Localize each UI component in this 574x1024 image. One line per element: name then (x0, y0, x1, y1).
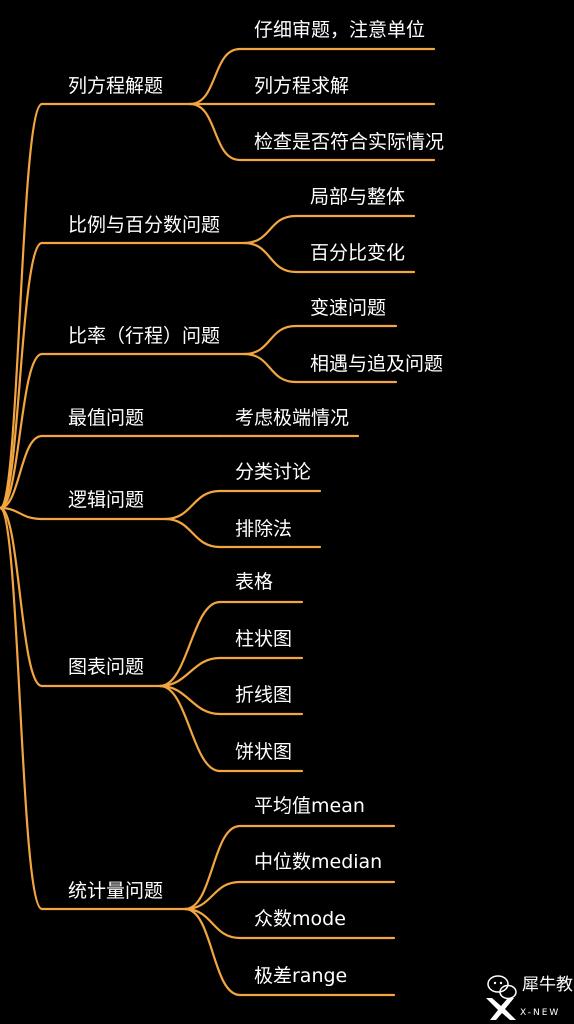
connector-branch-leaf-4-0 (163, 489, 222, 521)
watermark-logo: 犀牛教育 X-NEW (486, 975, 574, 1020)
leaf-label-0-2: 检查是否符合实际情况 (254, 131, 444, 153)
connector-root-branch-4 (0, 506, 44, 521)
branch-label-0: 列方程解题 (68, 75, 163, 97)
connector-branch-leaf-6-1 (183, 880, 242, 911)
connector-branch-leaf-6-0 (183, 824, 242, 911)
connector-root-branch-6 (0, 506, 44, 911)
mindmap-nodes: 列方程解题 仔细审题，注意单位 列方程求解 检查是否符合实际情况 比例与百分数问… (68, 19, 444, 987)
leaf-label-4-1: 排除法 (235, 518, 292, 540)
leaf-label-4-0: 分类讨论 (235, 461, 311, 483)
branch-label-3: 最值问题 (68, 407, 144, 429)
connector-branch-leaf-1-1 (242, 241, 298, 274)
connector-branch-leaf-5-1 (158, 656, 222, 688)
leaf-label-2-0: 变速问题 (310, 297, 386, 319)
connector-branch-leaf-6-2 (183, 907, 242, 940)
leaf-label-6-3: 极差range (254, 965, 347, 987)
leaf-label-6-2: 众数mode (254, 908, 346, 930)
leaf-label-5-3: 饼状图 (235, 741, 292, 763)
connector-root-branch-0 (0, 102, 44, 510)
connector-root-branch-2 (0, 352, 44, 510)
leaf-label-5-2: 折线图 (235, 684, 292, 706)
connector-branch-leaf-1-0 (242, 214, 298, 245)
leaf-label-5-0: 表格 (235, 571, 273, 593)
leaf-label-1-1: 百分比变化 (310, 242, 405, 264)
connector-branch-leaf-2-1 (242, 352, 298, 384)
branch-label-4: 逻辑问题 (68, 489, 144, 511)
leaf-label-6-1: 中位数median (254, 851, 382, 873)
branch-label-1: 比例与百分数问题 (68, 214, 220, 236)
connector-branch-leaf-0-2 (188, 102, 242, 162)
connector-root-branch-3 (0, 434, 44, 510)
watermark-sub: X-NEW (520, 1008, 560, 1018)
connector-branch-leaf-6-3 (183, 907, 242, 997)
leaf-label-2-1: 相遇与追及问题 (310, 353, 443, 375)
connector-root-branch-1 (0, 241, 44, 510)
branch-label-6: 统计量问题 (68, 880, 163, 902)
connector-branch-leaf-0-0 (188, 47, 242, 106)
watermark-name: 犀牛教育 (522, 975, 574, 995)
wechat-icon (487, 975, 517, 1000)
connector-root-branch-5 (0, 506, 44, 688)
branch-label-5: 图表问题 (68, 656, 144, 678)
connector-branch-leaf-4-1 (163, 517, 222, 549)
leaf-label-6-0: 平均值mean (254, 795, 365, 817)
connector-branch-leaf-2-0 (242, 324, 298, 356)
leaf-label-0-1: 列方程求解 (254, 75, 349, 97)
leaf-label-3-0: 考虑极端情况 (235, 407, 349, 429)
mindmap-edges (0, 47, 436, 997)
leaf-label-1-0: 局部与整体 (310, 186, 405, 208)
connector-branch-leaf-5-3 (158, 684, 222, 773)
branch-label-2: 比率（行程）问题 (68, 325, 220, 347)
rhino-logo-icon (486, 998, 516, 1020)
leaf-label-5-1: 柱状图 (235, 628, 292, 650)
connector-branch-leaf-5-2 (158, 684, 222, 716)
leaf-label-0-0: 仔细审题，注意单位 (254, 19, 425, 41)
connector-branch-leaf-5-0 (158, 600, 222, 688)
